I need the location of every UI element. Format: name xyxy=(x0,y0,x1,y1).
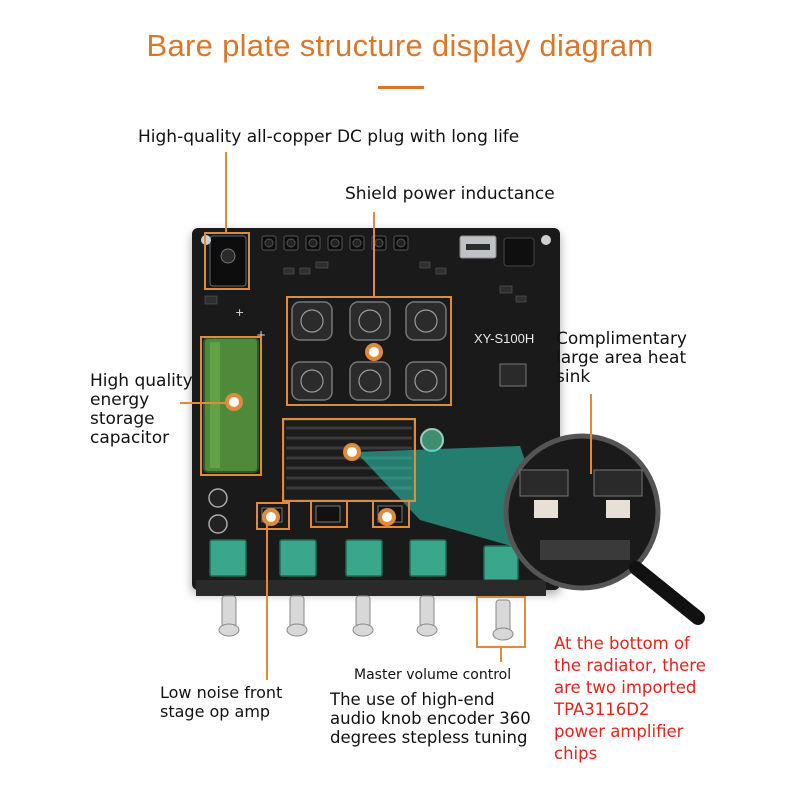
capacitor-highlight xyxy=(200,336,262,476)
leader-heat-sink-v xyxy=(590,394,592,474)
label-heat-sink: Complimentary large area heat sink xyxy=(556,329,687,387)
board-model-label: XY-S100H xyxy=(474,331,535,346)
label-master-volume: Master volume control xyxy=(354,667,512,683)
title-underline xyxy=(378,86,424,89)
dot-op-amp-right xyxy=(378,508,396,526)
label-op-amp: Low noise front stage op amp xyxy=(160,683,283,721)
dot-heatsink xyxy=(343,443,361,461)
leader-dc-plug xyxy=(225,152,227,232)
opamp-highlight-right xyxy=(372,500,410,528)
dot-capacitor xyxy=(225,393,243,411)
screw-terminals xyxy=(261,235,409,251)
svg-text:+: + xyxy=(235,306,244,319)
power-inductors xyxy=(291,301,447,401)
label-capacitor: High quality energy storage capacitor xyxy=(90,371,193,448)
diagram-title: Bare plate structure display diagram xyxy=(146,28,654,63)
leader-inductance xyxy=(373,212,375,296)
label-inductance: Shield power inductance xyxy=(345,184,555,204)
heatsink-highlight xyxy=(282,418,416,502)
inductor-highlight xyxy=(286,296,452,406)
master-volume-highlight xyxy=(476,596,526,648)
dc-plug-highlight xyxy=(204,232,250,290)
label-dc-plug: High-quality all-copper DC plug with lon… xyxy=(138,127,520,147)
leader-master-volume xyxy=(500,646,502,662)
opamp-highlight-mid xyxy=(310,500,348,528)
label-radiator-note: At the bottom of the radiator, there are… xyxy=(554,634,706,763)
label-knob-encoder: The use of high-end audio knob encoder 3… xyxy=(330,690,531,747)
opamp-highlight-left xyxy=(256,502,290,530)
potentiometers xyxy=(196,539,546,641)
magnifier-icon xyxy=(503,433,705,625)
leader-op-amp xyxy=(266,522,268,680)
dot-inductance xyxy=(365,343,383,361)
dot-op-amp xyxy=(262,508,280,526)
leader-capacitor xyxy=(180,402,228,404)
svg-text:+: + xyxy=(256,328,266,342)
